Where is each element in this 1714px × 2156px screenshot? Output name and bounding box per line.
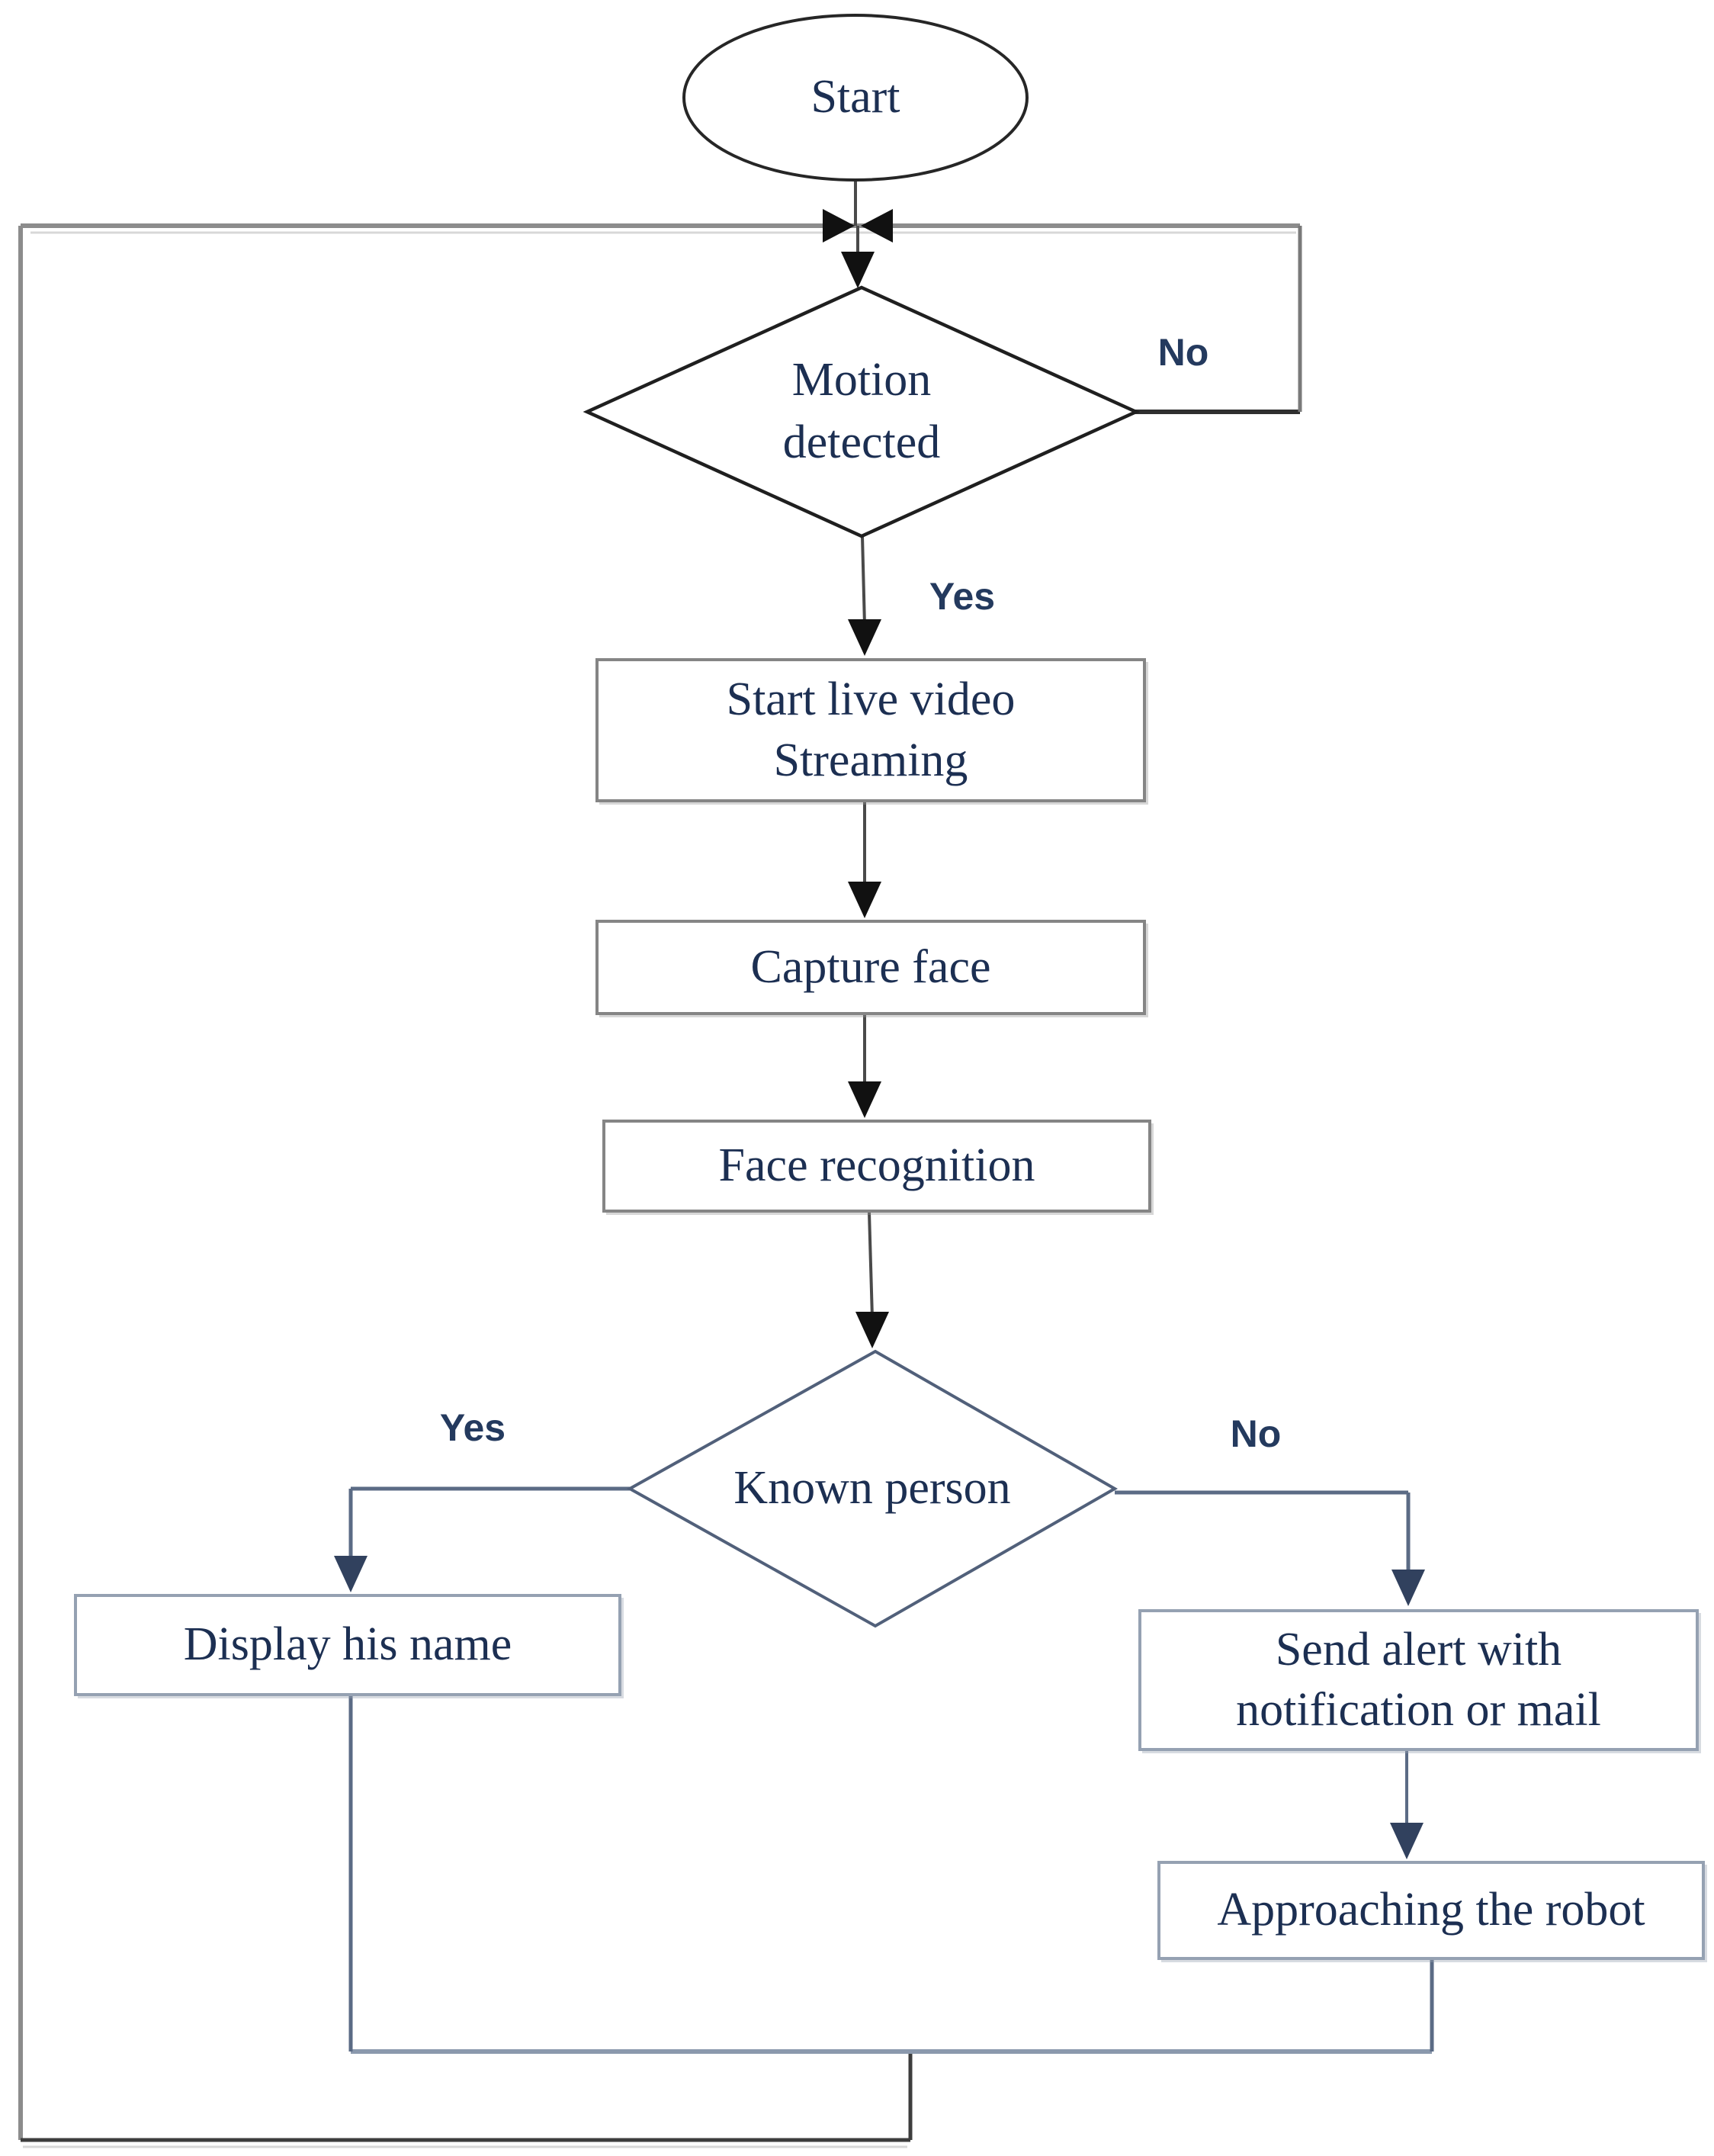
known-no-label: No	[1230, 1412, 1282, 1455]
arrowhead-into-display	[334, 1556, 368, 1592]
edge-recognition-known	[868, 1212, 874, 1319]
send-alert-label-line1: Send alert with	[1275, 1623, 1562, 1676]
display-name-label: Display his name	[183, 1618, 512, 1671]
arrowhead-into-motion	[841, 252, 875, 288]
capture-face-box: Capture face	[595, 920, 1146, 1015]
face-recognition-box: Face recognition	[602, 1120, 1151, 1213]
start-terminator-shape	[682, 14, 1029, 182]
arrowhead-into-alert	[1391, 1570, 1425, 1606]
arrowhead-junction-from-right	[861, 209, 893, 243]
edge-motion-yes	[861, 535, 866, 626]
start-streaming-box: Start live video Streaming	[595, 658, 1146, 802]
arrowhead-into-known	[855, 1312, 889, 1348]
send-alert-box: Send alert with notification or mail	[1138, 1609, 1699, 1751]
arrowhead-junction-from-left	[823, 209, 855, 243]
streaming-label-line1: Start live video	[726, 673, 1016, 726]
arrowhead-into-recognition	[848, 1081, 881, 1118]
face-recognition-label: Face recognition	[718, 1139, 1035, 1192]
arrowhead-into-capture	[848, 882, 881, 918]
capture-face-label: Capture face	[750, 940, 991, 993]
streaming-label-line2: Streaming	[773, 734, 968, 786]
approach-robot-label: Approaching the robot	[1217, 1884, 1645, 1936]
arrowhead-into-approach	[1390, 1823, 1424, 1859]
display-name-box: Display his name	[74, 1594, 621, 1696]
approach-robot-box: Approaching the robot	[1157, 1861, 1705, 1960]
motion-no-label: No	[1157, 331, 1209, 374]
arrowhead-into-streaming	[848, 619, 881, 656]
known-yes-label: Yes	[439, 1406, 506, 1449]
known-decision-shape	[626, 1349, 1119, 1628]
motion-decision-shape	[583, 285, 1141, 538]
send-alert-label-line2: notification or mail	[1236, 1684, 1601, 1736]
motion-yes-label: Yes	[929, 575, 996, 618]
